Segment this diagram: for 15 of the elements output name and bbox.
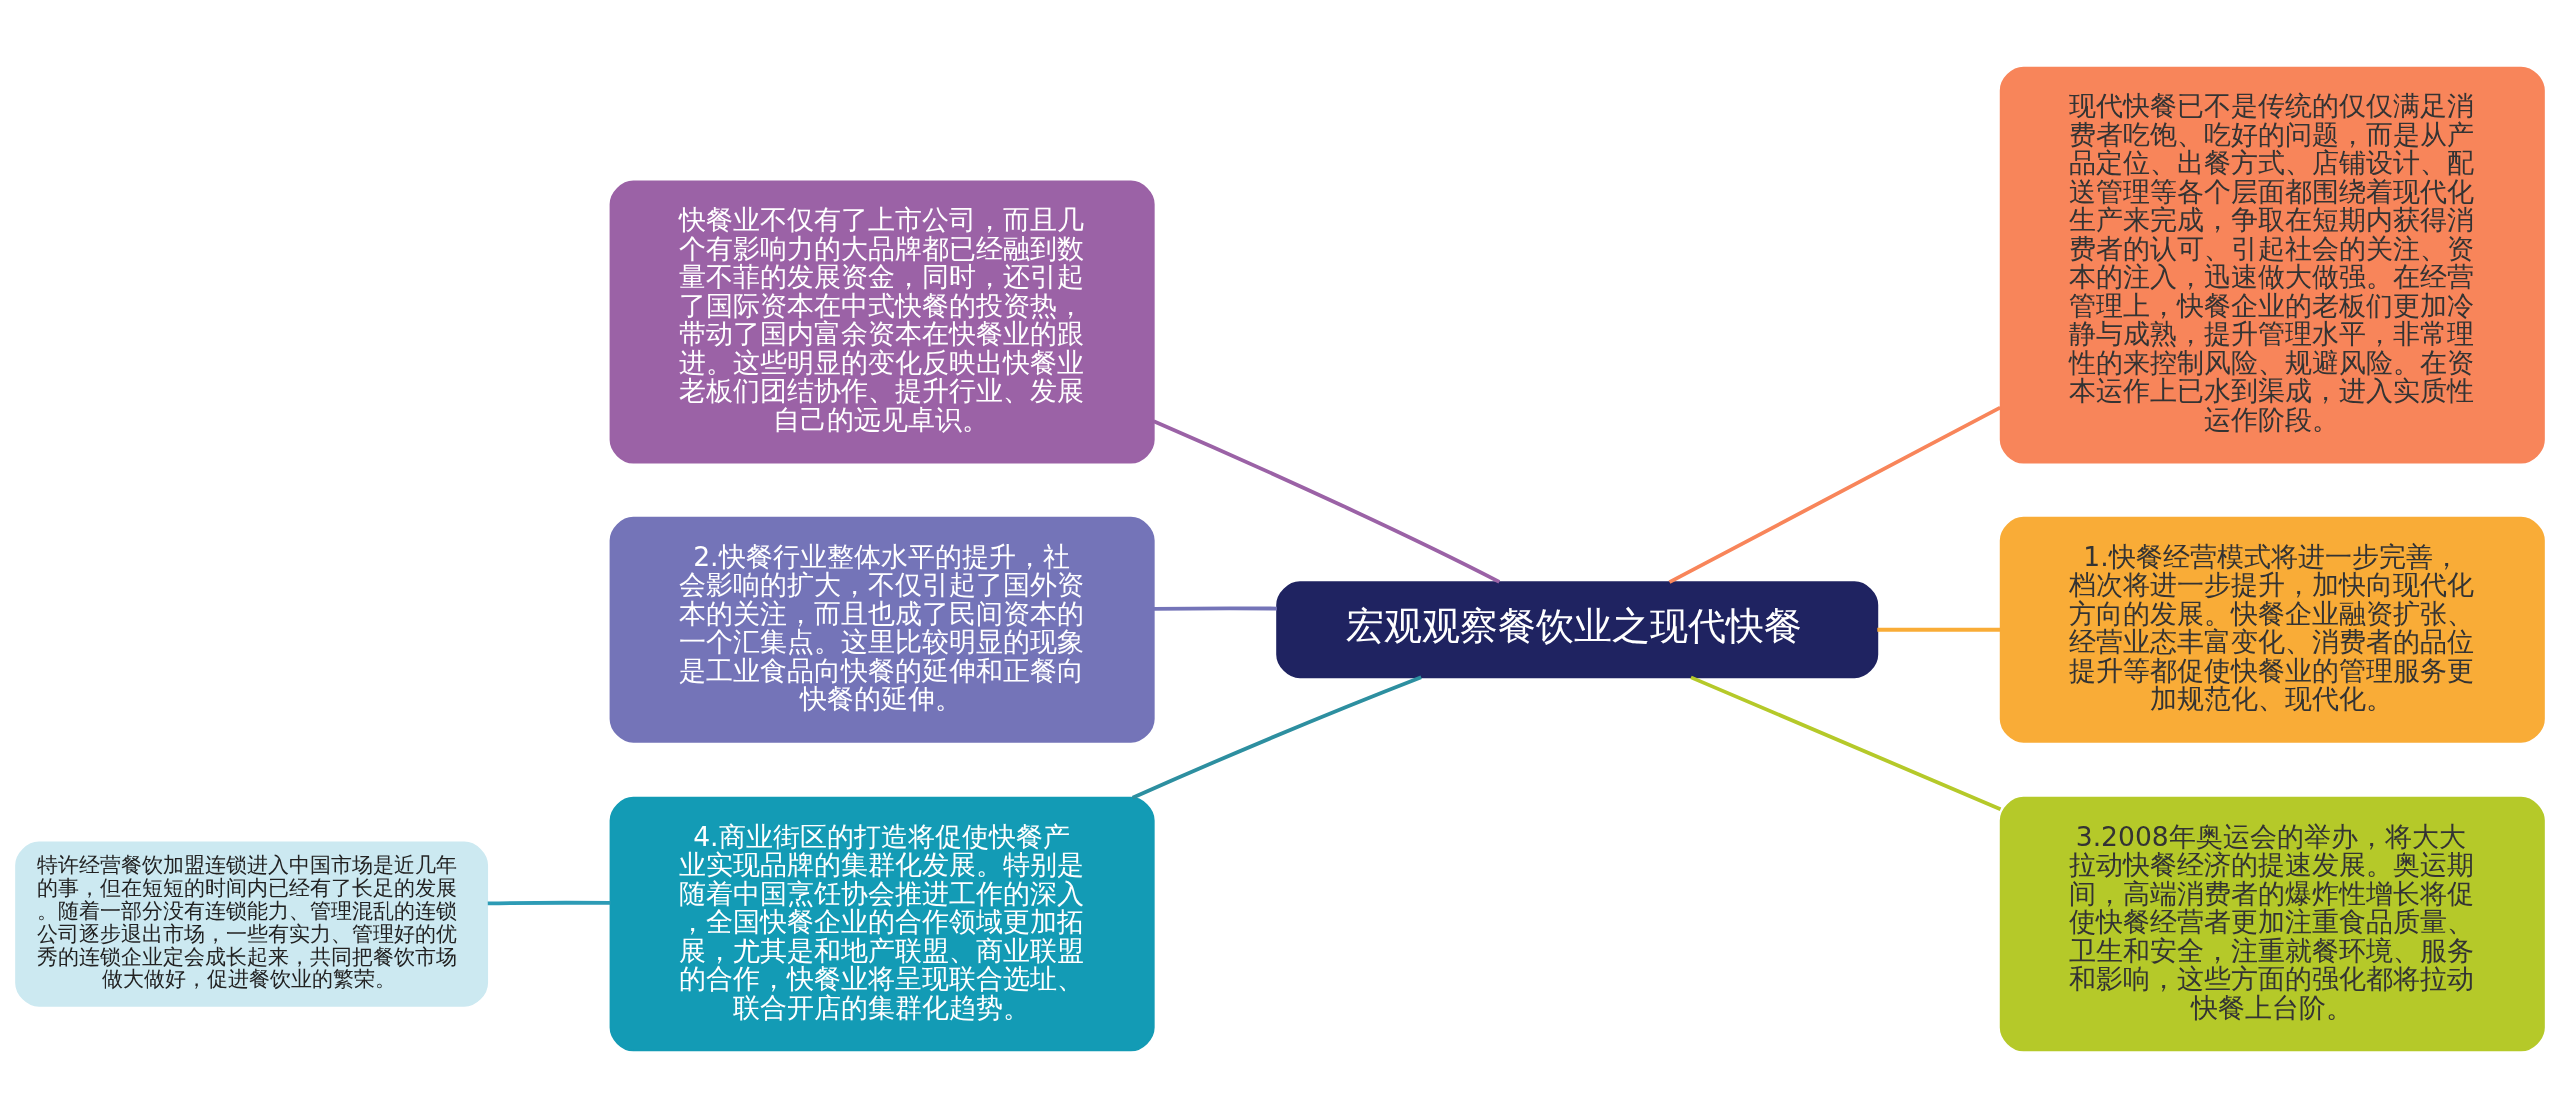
- node-box: 1.快餐经营模式将进一步完善，档次将进一步提升，加快向现代化方向的发展。快餐企业融资扩张、经营业态丰富变化、消费者的品位提升等都促使快餐业的管理服务更加规范化、现代化。: [1999, 516, 2545, 743]
- node-box: 3.2008年奥运会的举办，将大大拉动快餐经济的提速发展。奥运期间，高端消费者的爆炸性增长将促使快餐经营者更加注重食品质量、卫生和安全，注重就餐环境、服务和影响，这些方面的强化都将拉动快餐上台阶。: [1999, 796, 2545, 1051]
- node-box: 现代快餐已不是传统的仅仅满足消费者吃饱、吃好的问题，而是从产品定位、出餐方式、店铺设计、配送管理等各个层面都围绕着现代化生产来完成，争取在短期内获得消费者的认可、引起社会的关注、资本的注入，迅速做大做强。在经营管理上，快餐企业的老板们更加冷静与成熟，提升管理水平，非常理性的来控制风险、规避风险。在资本运作上已水到渠成，进入实质性运作阶段。: [1999, 66, 2545, 464]
- node-box: 特许经营餐饮加盟连锁进入中国市场是近几年的事，但在短短的时间内已经有了长足的发展。随着一部分没有连锁能力、管理混乱的连锁公司逐步退出市场，一些有实力、管理好的优秀的连锁企业定会成长起来，共同把餐饮市场做大做好，促进餐饮业的繁荣。: [15, 841, 489, 1007]
- node-box: 4.商业街区的打造将促使快餐产业实现品牌的集群化发展。特别是随着中国烹饪协会推进工作的深入，全国快餐企业的合作领域更加拓展，尤其是和地产联盟、商业联盟的合作，快餐业将呈现联合选址、联合开店的集群化趋势。: [609, 796, 1155, 1051]
- connector: [1668, 405, 2002, 584]
- connector: [1131, 674, 1422, 799]
- connector: [1690, 675, 2002, 811]
- connector: [1877, 627, 2001, 632]
- connector: [1153, 606, 1277, 611]
- connector: [1153, 419, 1501, 584]
- node-box: 宏观观察餐饮业之现代快餐: [1276, 580, 1879, 678]
- connector: [487, 900, 611, 905]
- node-box: 快餐业不仅有了上市公司，而且几个有影响力的大品牌都已经融到数量不菲的发展资金，同时，还引起了国际资本在中式快餐的投资热，带动了国内富余资本在快餐业的跟进。这些明显的变化反映出快餐业老板们团结协作、提升行业、发展自己的远见卓识。: [609, 180, 1155, 464]
- node-box: 2.快餐行业整体水平的提升，社会影响的扩大，不仅引起了国外资本的关注，而且也成了民间资本的一个汇集点。这里比较明显的现象是工业食品向快餐的延伸和正餐向快餐的延伸。: [609, 516, 1155, 743]
